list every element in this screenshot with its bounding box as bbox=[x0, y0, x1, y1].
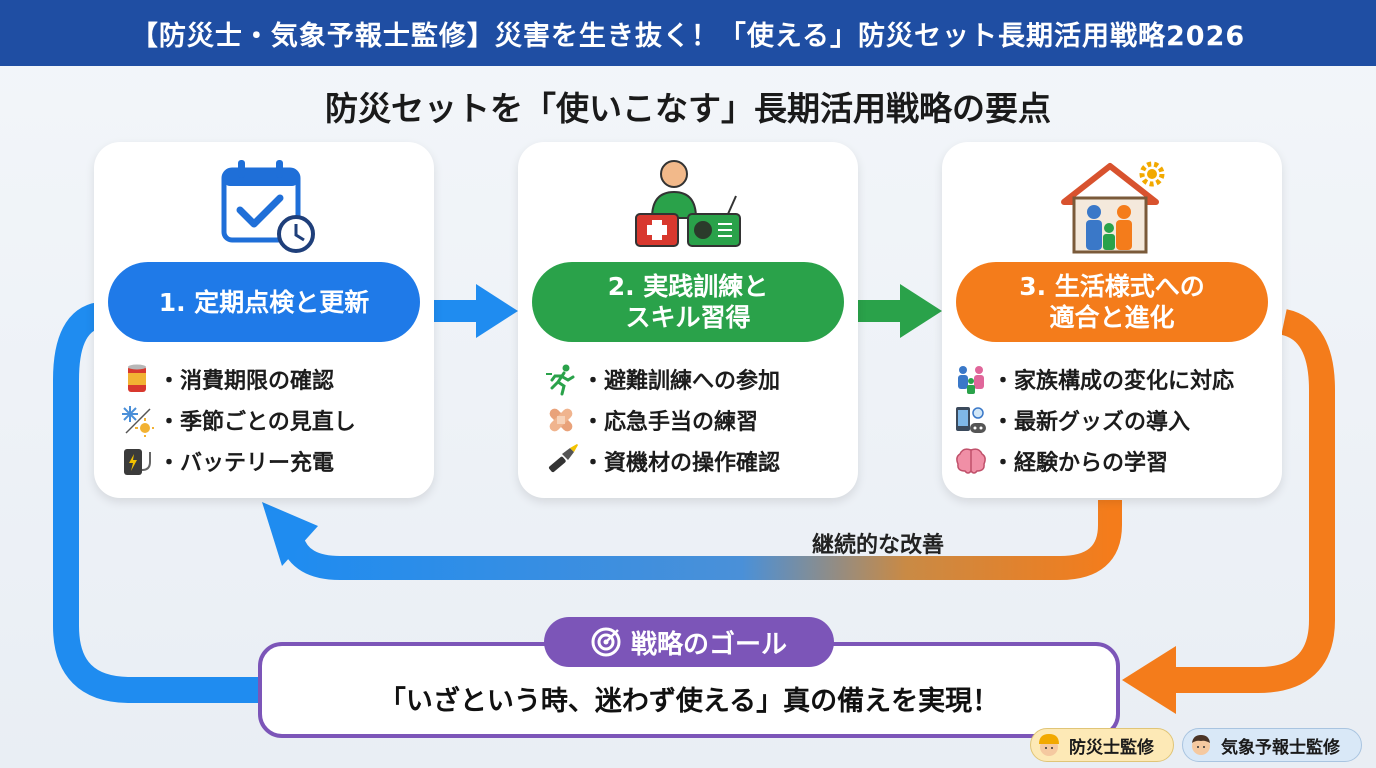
goal-badge-label: 戦略のゴール bbox=[630, 629, 787, 660]
supervisor-label-1: 防災士監修 bbox=[1069, 737, 1154, 758]
step-card-3: 3. 生活様式への 適合と進化 家族構成の変化に対応 最新グッズの導入 bbox=[942, 142, 1282, 498]
supervisor-label-2: 気象予報士監修 bbox=[1221, 737, 1340, 758]
brain-icon bbox=[956, 447, 986, 474]
goal-badge: 戦略のゴール bbox=[544, 617, 834, 667]
calendar-check-clock-icon bbox=[221, 160, 315, 253]
bandage-icon bbox=[549, 408, 573, 431]
list-item: 避難訓練への参加 bbox=[544, 358, 848, 399]
loop-arrow-right-head bbox=[1122, 646, 1176, 714]
list-item: 消費期限の確認 bbox=[120, 358, 424, 399]
list-item: 季節ごとの見直し bbox=[120, 399, 424, 440]
supervisor-badge-disaster: 防災士監修 bbox=[1030, 728, 1174, 762]
step-3-items: 家族構成の変化に対応 最新グッズの導入 経験からの学習 bbox=[954, 358, 1272, 481]
goal-text: 「いざという時、迷わず使える」真の備えを実現！ bbox=[378, 686, 1000, 717]
list-item: 最新グッズの導入 bbox=[954, 399, 1272, 440]
arrow-2-3-head bbox=[900, 284, 942, 338]
step-2-label: 2. 実践訓練と スキル習得 bbox=[532, 262, 844, 342]
avatar-icon bbox=[1192, 735, 1210, 755]
family-icon bbox=[958, 365, 984, 394]
arrow-1-2-head bbox=[476, 284, 518, 338]
cycle-label: 継続的な改善 bbox=[812, 533, 945, 558]
cycle-arrow-head bbox=[262, 502, 318, 566]
running-person-icon bbox=[546, 364, 575, 395]
list-item: 資機材の操作確認 bbox=[544, 440, 848, 481]
step-1-label: 1. 定期点検と更新 bbox=[108, 262, 420, 342]
family-house-gear-icon bbox=[1061, 161, 1165, 254]
loop-arrow-left bbox=[53, 302, 271, 703]
canned-food-icon bbox=[128, 364, 146, 392]
avatar-helmet-icon bbox=[1039, 734, 1059, 756]
list-item: 応急手当の練習 bbox=[544, 399, 848, 440]
list-item: バッテリー充電 bbox=[120, 440, 424, 481]
arrow-2-3-shaft bbox=[858, 300, 902, 322]
step-card-2: 2. 実践訓練と スキル習得 避難訓練への参加 応急手当の練習 bbox=[518, 142, 858, 498]
list-item: 家族構成の変化に対応 bbox=[954, 358, 1272, 399]
loop-arrow-right bbox=[1170, 309, 1335, 693]
cycle-arrow bbox=[280, 500, 1122, 580]
step-1-items: 消費期限の確認 季節ごとの見直し バッテリー充電 bbox=[120, 358, 424, 481]
flashlight-icon bbox=[548, 443, 578, 472]
diagram-subtitle: 防災セットを「使いこなす」長期活用戦略の要点 bbox=[325, 89, 1051, 128]
arrow-1-2-shaft bbox=[434, 300, 478, 322]
step-3-label: 3. 生活様式への 適合と進化 bbox=[956, 262, 1268, 342]
target-icon bbox=[591, 627, 621, 657]
snowflake-sun-icon bbox=[122, 405, 154, 437]
list-item: 経験からの学習 bbox=[954, 440, 1272, 481]
page-title: 【防災士・気象予報士監修】災害を生き抜く！「使える」防災セット長期活用戦略202… bbox=[130, 20, 1246, 52]
header-banner: 【防災士・気象予報士監修】災害を生き抜く！「使える」防災セット長期活用戦略202… bbox=[0, 0, 1376, 66]
gadgets-icon bbox=[956, 406, 986, 433]
supervisor-badge-weather: 気象予報士監修 bbox=[1182, 728, 1362, 762]
person-first-aid-radio-icon bbox=[635, 160, 741, 247]
step-2-items: 避難訓練への参加 応急手当の練習 資機材の操作確認 bbox=[544, 358, 848, 481]
power-bank-icon bbox=[124, 448, 151, 475]
step-card-1: 1. 定期点検と更新 消費期限の確認 季節ごとの見直し bbox=[94, 142, 434, 498]
